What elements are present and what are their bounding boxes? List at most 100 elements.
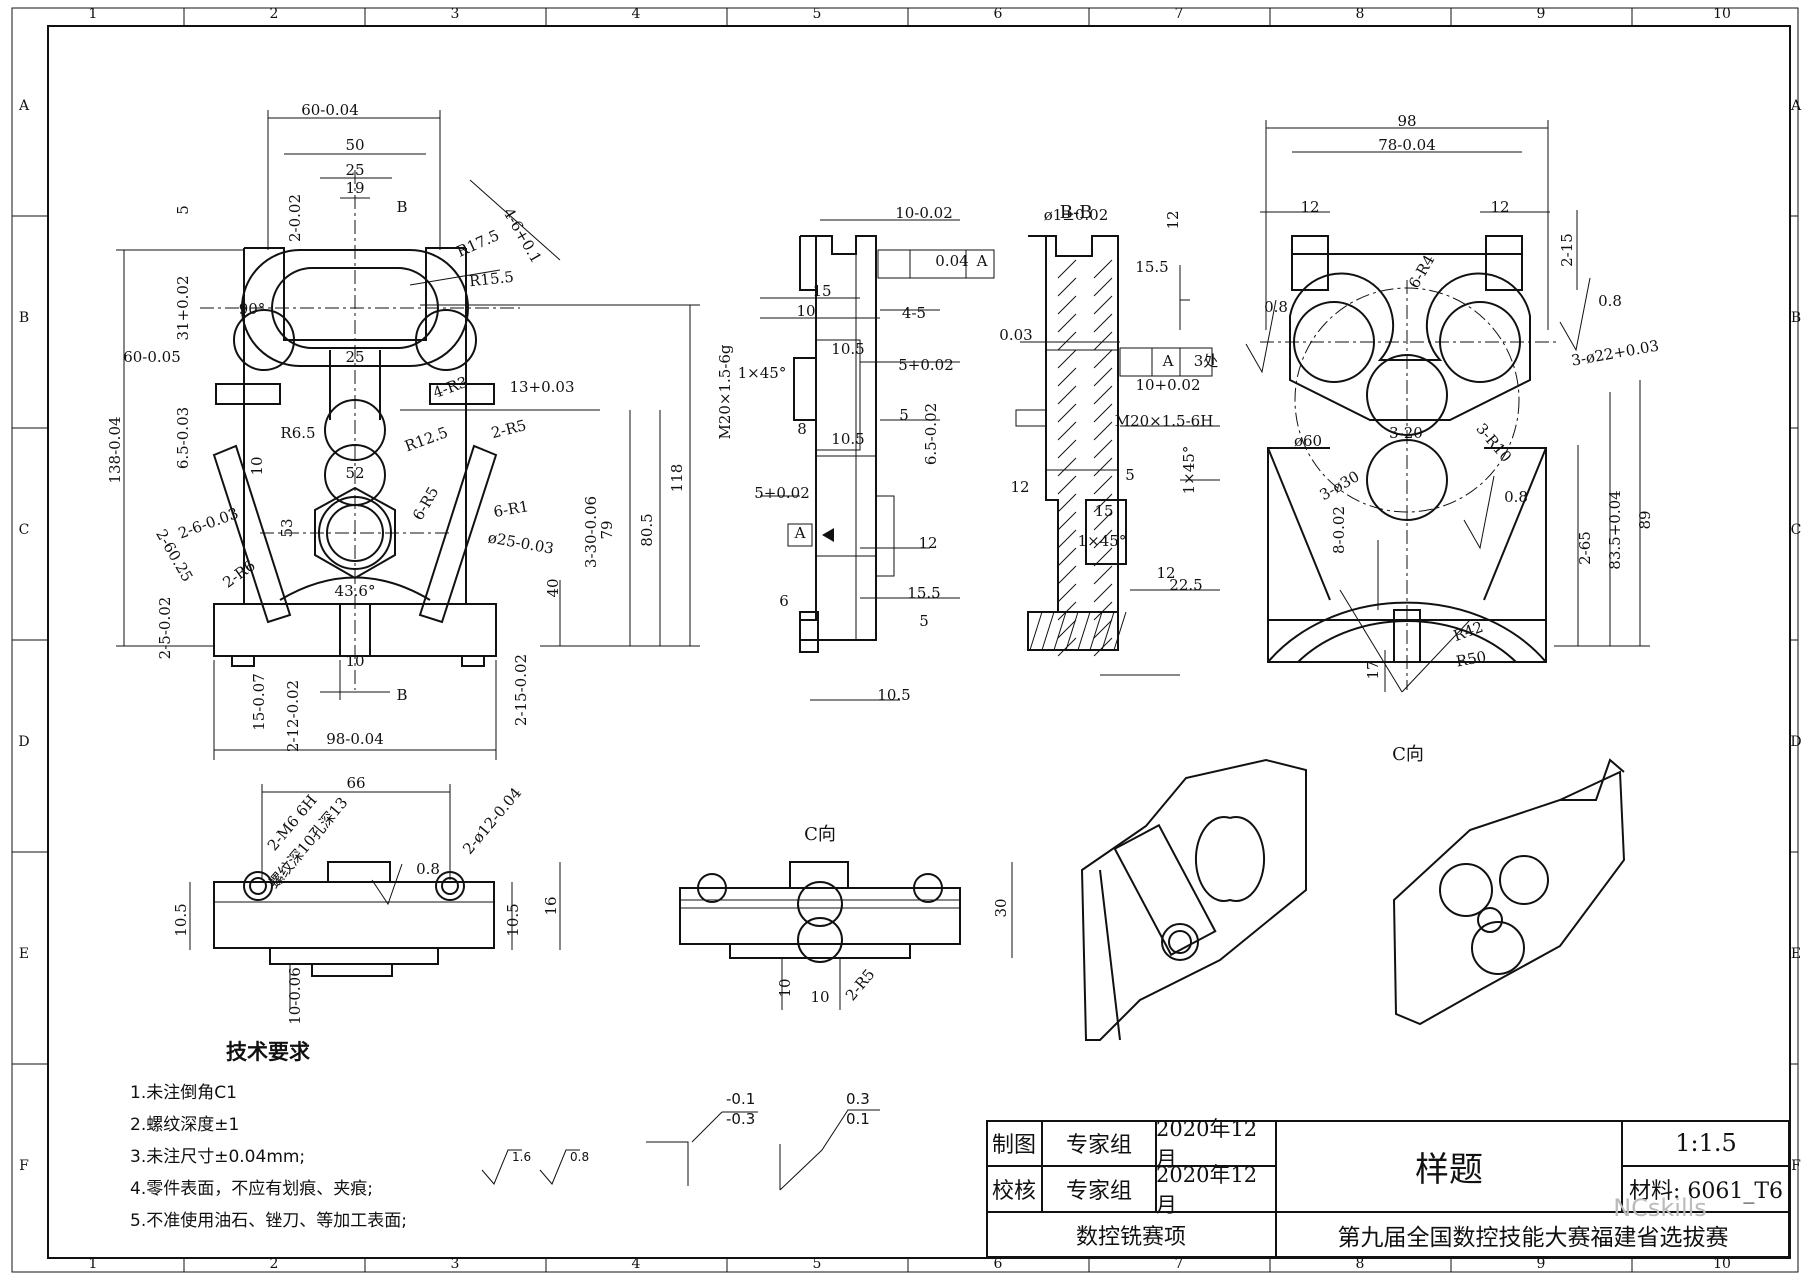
dimension-label: 3-20 [1389,424,1423,442]
checked-by-name: 专家组 [1065,1179,1132,1204]
dimension-label: 22.5 [1169,576,1202,594]
dimension-label: 2-ø12-0.04 [459,784,525,858]
bottom-c-view [679,861,1013,1010]
dimension-label: 4-5 [902,304,926,322]
zone-row-label: B [19,310,29,326]
dimension-label: ø60 [1294,432,1322,450]
requirement-item-1: 1.未注倒角C1 [130,1083,237,1103]
material: 材料: 6061_T6 [1628,1179,1784,1204]
dimension-label: 78-0.04 [1378,136,1436,154]
dimension-label: 19 [345,179,364,197]
dimension-label: 13+0.03 [509,378,574,396]
dimension-label: A [976,252,988,270]
zone-row-label: F [19,1158,29,1174]
dimension-label: 1×45° [738,364,787,382]
dimension-label: 3-ø22+0.03 [1570,337,1660,370]
dimension-label: 10 [248,456,266,475]
dimension-label: A [1162,352,1174,370]
checked-date: 2020年12月 [1156,1163,1258,1217]
drawn-by-name: 专家组 [1065,1133,1132,1158]
dimension-label: 2-15-0.02 [512,654,530,726]
dimension-label: 10 [345,652,364,670]
dimension-label: 2-R5 [489,416,528,442]
dimension-label: 8-0.02 [1330,506,1348,554]
tolerance-1-bottom: -0.3 [726,1110,756,1128]
dimension-label: 5+0.02 [754,484,810,502]
dimension-label: 40 [544,578,562,597]
dimension-label: 15 [812,282,831,300]
competition-name: 第九届全国数控技能大赛福建省选拔赛 [1337,1225,1729,1251]
requirement-item-5: 5.不准使用油石、锉刀、等加工表面; [130,1211,407,1231]
zone-row-label: A [18,98,30,114]
dimension-label: 15 [1094,502,1113,520]
zone-col-label: 2 [270,6,279,22]
dimension-label: 30 [992,898,1010,917]
requirement-item-3: 3.未注尺寸±0.04mm; [130,1147,306,1167]
bottom-front-view [189,784,561,1010]
view-caption: B-B [1060,202,1093,223]
dimension-label: 2-65 [1576,531,1594,565]
dimension-label: 0.8 [416,860,440,878]
outer-frame [11,7,1799,1273]
zone-col-label: 5 [813,6,822,22]
zone-col-label: 10 [1713,1256,1731,1272]
zone-row-label: C [1791,522,1802,538]
dimension-label: 6-R5 [409,484,442,524]
zone-col-label: 3 [451,1256,460,1272]
dimension-label: 118 [668,464,686,493]
dimension-label: 15.5 [1135,258,1168,276]
dimension-label: 4-R3 [431,373,470,402]
dimension-label: B [396,686,407,704]
dimension-label: 3-30-0.06 [582,496,600,568]
dimension-label: 15.5 [907,584,940,602]
dimension-label: 52 [345,464,364,482]
isometric-view-2 [1392,758,1626,1026]
dimension-label: 53 [278,518,296,537]
dimension-label: ø25-0.03 [487,528,556,557]
dimension-label: 2-0.02 [286,194,304,242]
dimension-label: 5 [919,612,929,630]
dimension-label: 4-6+0.1 [499,205,545,266]
dimension-label: 3-R10 [1472,420,1515,466]
dimension-label: B [396,198,407,216]
dimension-label: 90° [239,300,266,318]
dimension-label: 12 [1300,198,1319,216]
dimension-label: 2-R5 [842,965,879,1004]
zone-row-label: D [18,734,29,750]
right-top-view [1245,120,1650,693]
dimension-label: 138-0.04 [106,416,124,483]
dimension-label: 12 [1490,198,1509,216]
dimension-labels: 60-0.04502519B2-0.025R17.54-6+0.1R15.531… [106,101,1660,1025]
dimension-label: ø1±0.02 [1044,206,1109,224]
roughness-value-b: 0.8 [570,1150,590,1164]
dimension-label: 10.5 [877,686,910,704]
dimension-label: 10 [796,302,815,320]
dimension-label: R50 [1455,648,1488,671]
dimension-label: 79 [598,520,616,539]
dimension-label: 10 [776,978,794,997]
dimension-label: 15-0.07 [250,673,268,731]
dimension-label: 10.5 [504,903,522,936]
roughness-symbols [481,1109,880,1191]
dimension-label: 25 [345,348,364,366]
zone-row-label: E [1791,946,1801,962]
dimension-label: 43.6° [335,582,376,600]
zone-col-label: 6 [994,1256,1003,1272]
dimension-label: 83.5+0.04 [1606,490,1624,569]
dimension-label: 5 [899,406,909,424]
zone-col-label: 1 [89,6,98,22]
dimension-label: 89 [1636,510,1654,529]
dimension-label: R17.5 [454,226,502,261]
view-caption: C向 [804,824,836,845]
requirements-title: 技术要求 [226,1040,310,1064]
dimension-label: 6.5-0.03 [174,407,192,469]
dimension-label: 2-5-0.02 [156,597,174,660]
zone-col-label: 8 [1356,6,1365,22]
zone-col-label: 2 [270,1256,279,1272]
watermark-logo: NCskills [1613,1194,1707,1222]
zone-col-label: 4 [632,1256,641,1272]
dimension-label: 25 [345,161,364,179]
dimension-label: 12 [1010,478,1029,496]
